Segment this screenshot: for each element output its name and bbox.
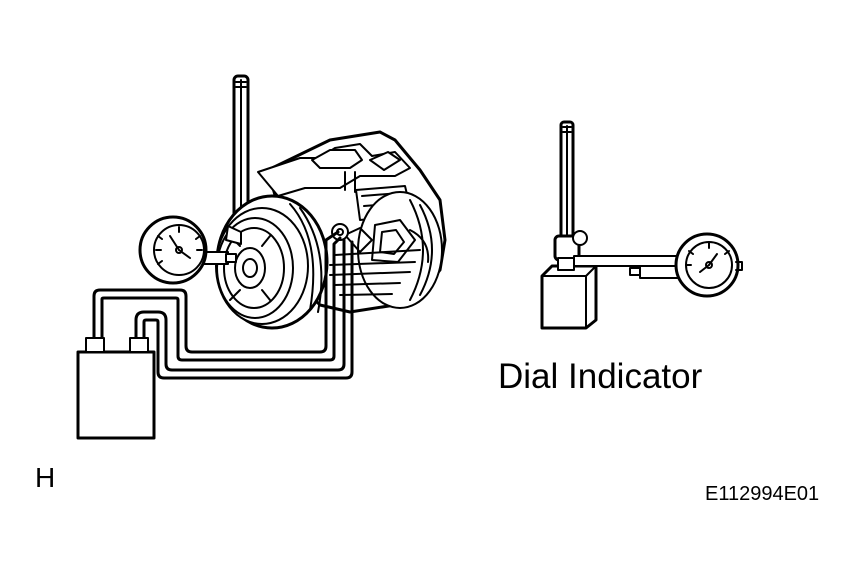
dial-indicator-right	[674, 232, 743, 298]
stand-arm	[225, 225, 242, 245]
compressor-body	[257, 130, 447, 314]
battery	[76, 337, 156, 440]
clutch-pulley	[215, 194, 329, 330]
dial-indicator-left	[138, 215, 237, 285]
wire-harness	[92, 230, 354, 380]
dial-indicator-label: Dial Indicator	[498, 357, 703, 396]
figure-code-label: E112994E01	[705, 483, 820, 505]
dial-indicator-stand-right	[540, 120, 685, 330]
view-letter-label: H	[35, 462, 56, 493]
